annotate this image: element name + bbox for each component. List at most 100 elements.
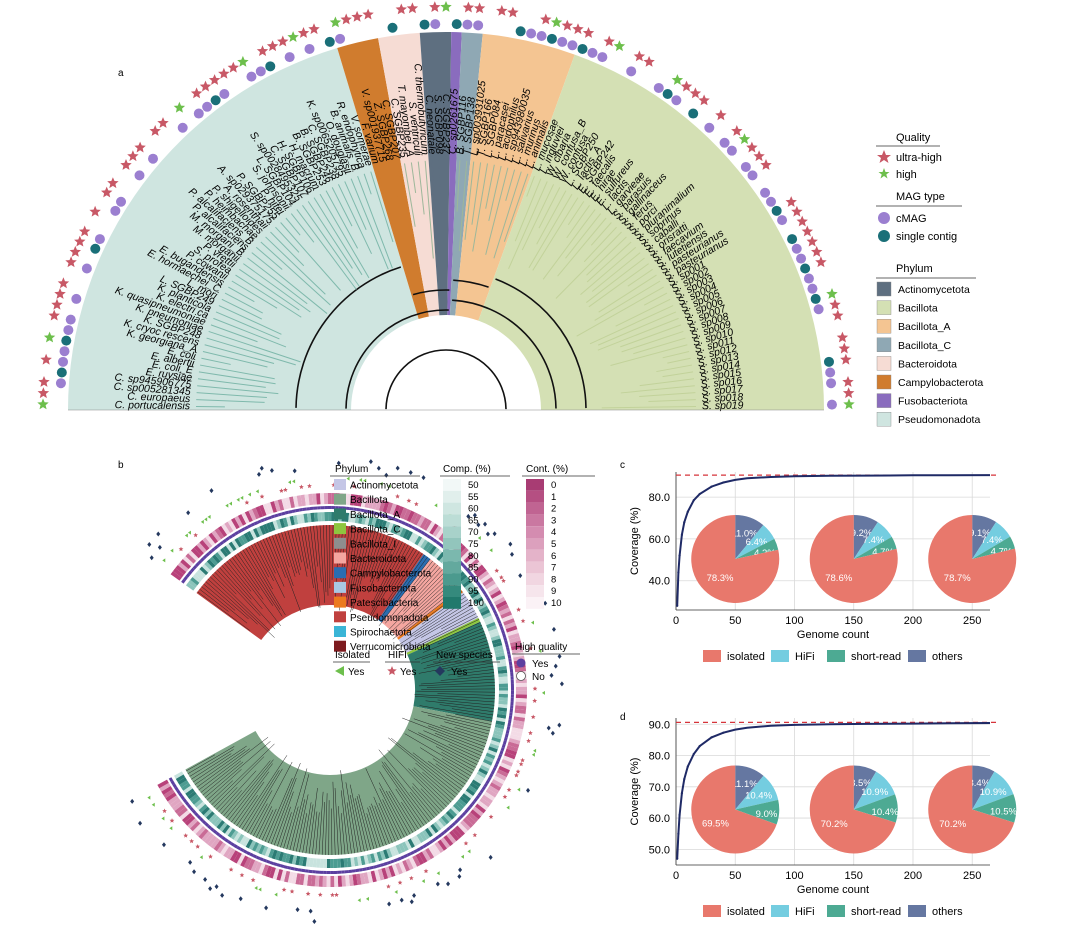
ultra-high-star [406,2,419,14]
completeness-cell [465,787,476,796]
contamination-cell [211,530,222,542]
high-quality-cell [508,661,513,666]
tree-branch [200,760,242,793]
contamination-cell [506,629,519,637]
completeness-cell [185,788,195,797]
high-quality-cell [487,776,492,782]
contamination-cell [495,772,507,781]
new-species-diamond [209,488,214,494]
ultra-high-star [297,27,310,38]
x-tick-label: 100 [785,870,803,882]
tree-branch [440,725,488,741]
isolated-triangle [460,854,464,859]
completeness-cell [495,652,505,658]
tip-branch [667,357,691,364]
completeness-cell [489,631,500,638]
high-quality-cell [291,509,296,513]
tip-branch [521,184,555,251]
high-quality-cell [479,788,485,794]
y-axis-label: Coverage (%) [629,758,641,826]
single-contig-marker [787,234,798,245]
hifi-star [530,714,536,719]
high-quality-cell [499,750,504,755]
pie-label-isolated: 70.2% [821,819,848,830]
high-quality-cell [417,528,423,534]
contamination-cell [510,730,523,738]
tree-branch [371,803,387,846]
high-quality-cell [312,870,317,874]
legend-swatch-isolated [703,905,721,917]
cmag-marker [536,31,547,42]
tip-branch [526,175,535,197]
hq-yes: Yes [532,659,548,670]
contamination-cell [515,697,527,703]
high-quality-cell [394,518,400,523]
tree-branch [418,732,479,762]
tip-branch [567,201,585,226]
contamination-cell [449,830,460,842]
tip-branch [215,311,280,340]
panel-label-a: a [118,68,124,79]
completeness-cell [488,628,499,635]
cmag-marker [803,273,814,284]
isolated-triangle [531,752,535,757]
contamination-cell [312,493,317,505]
comp-tick-label: 100 [468,598,484,609]
completeness-cell [497,665,507,671]
high-quality-cell [225,536,230,542]
single-contig-marker [688,108,699,119]
tip-branch [528,193,573,269]
cmag-marker [81,263,92,274]
new-species-diamond [292,468,297,474]
x-tick-label: 150 [845,615,863,627]
isolated-triangle [225,503,229,508]
contamination-cell [419,517,429,529]
contamination-cell [384,866,392,879]
high-quality-cell [420,530,426,536]
tree-branch [427,714,490,732]
completeness-cell [407,838,415,849]
new-species-diamond [546,725,551,731]
pie-label-others: 11.1% [731,779,758,790]
isolated-triangle [184,533,188,538]
contamination-cell [514,709,526,715]
panel-label-b: b [118,460,124,471]
cmag-marker [807,283,818,294]
contamination-cell [406,510,415,523]
new-species-diamond [238,896,243,902]
completeness-cell [462,579,472,588]
legend-swatch-Campylobacterota [876,374,892,390]
comp-gradient-cell [443,585,461,597]
new-species-diamond [203,877,208,883]
hifi-star [244,500,250,505]
completeness-cell [496,662,507,668]
completeness-cell [498,680,508,684]
completeness-cell [478,605,489,614]
high-quality-cell [221,836,226,841]
tree-branch [221,565,252,600]
coverage-point [683,777,686,781]
tree-branch [233,781,265,825]
new-species-diamond [156,531,161,537]
cont-gradient-cell [526,597,544,609]
tip-branch [615,298,671,327]
tree-branch [326,525,329,596]
completeness-cell [361,515,367,525]
completeness-cell [310,512,315,523]
contamination-cell [483,791,495,801]
backbone-arc-2 [453,279,489,288]
legend-phylum-Campylobacterota: Campylobacterota [898,377,983,389]
completeness-cell [448,808,458,818]
high-quality-cell [216,542,222,548]
tip-branch [344,181,367,230]
tree-branch [237,553,274,606]
high-quality-cell [501,743,506,748]
tree-branch [305,804,314,854]
high-quality-cell [400,855,405,860]
tree-branch [209,576,275,638]
isolated-triangle [187,530,191,535]
ultra-high-star [572,23,584,35]
high-quality-cell [488,773,494,779]
cmag-marker [597,52,608,63]
tip-branch [488,166,502,221]
